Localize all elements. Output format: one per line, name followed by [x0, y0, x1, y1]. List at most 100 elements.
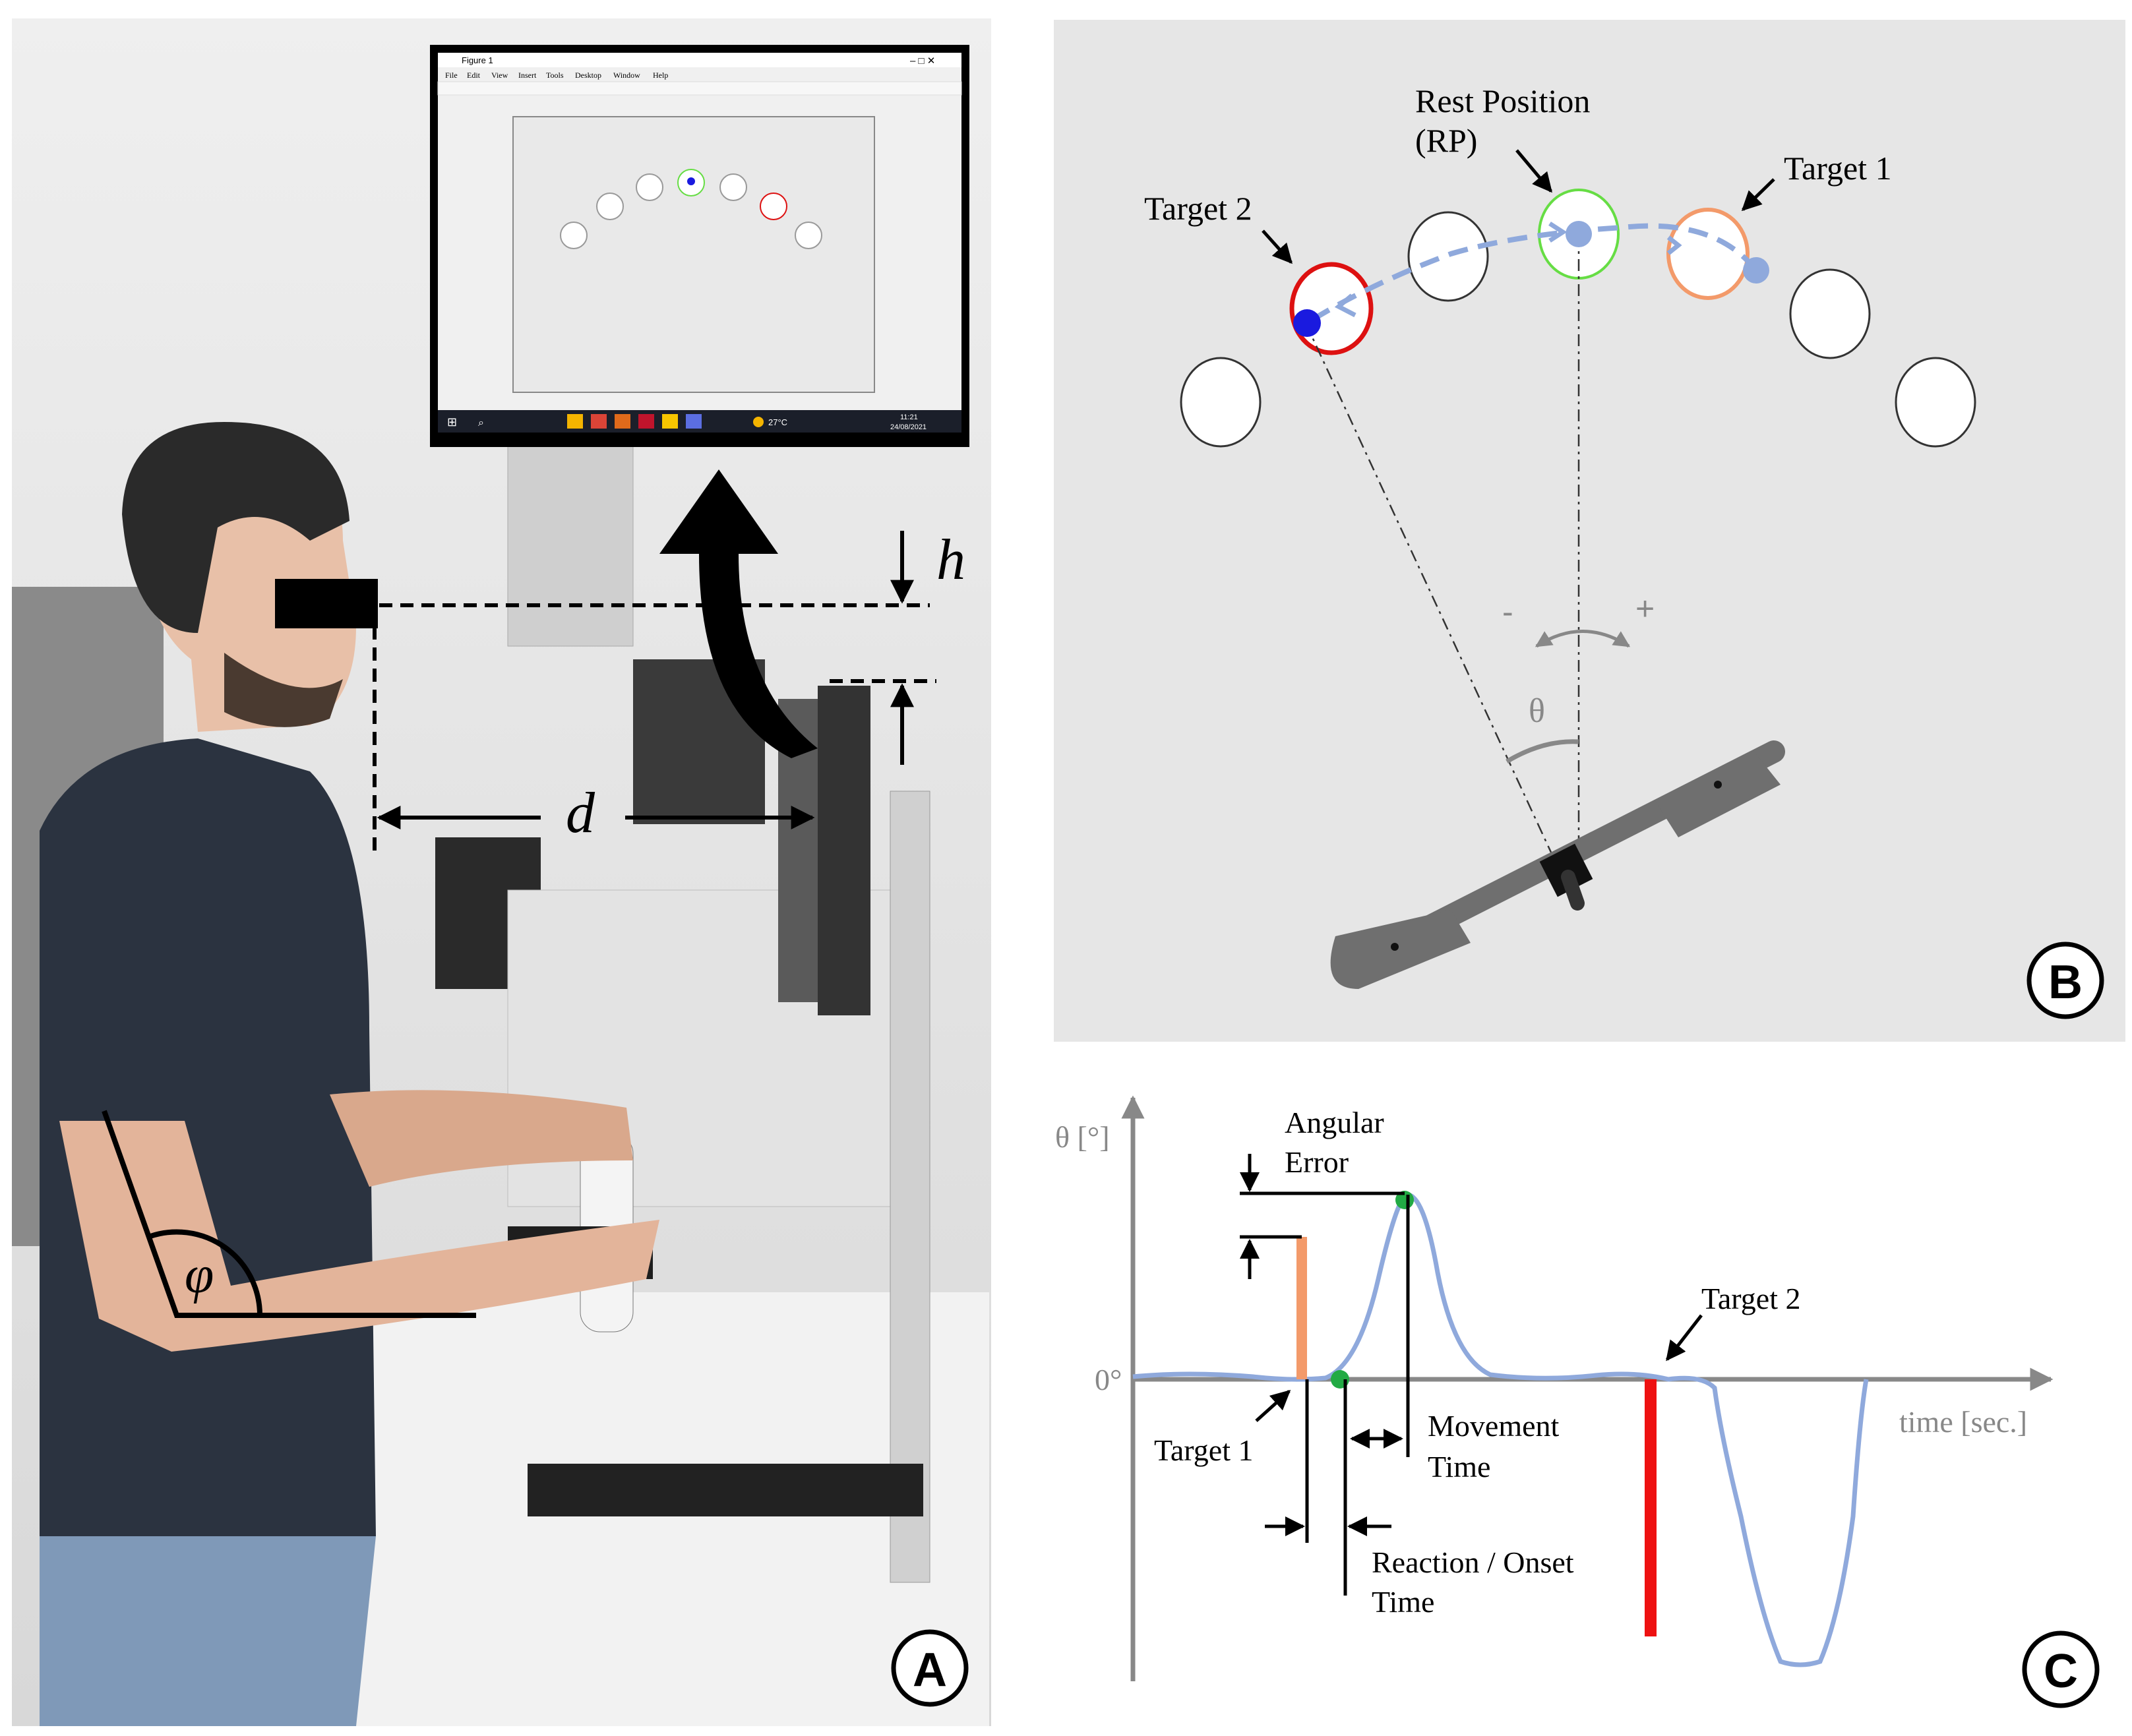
menu-tools[interactable]: Tools — [546, 71, 564, 80]
panel-b-background — [1054, 20, 2125, 1042]
rotation-minus-label: - — [1502, 593, 1513, 630]
taskbar-time: 11:21 — [900, 413, 918, 421]
menu-help[interactable]: Help — [653, 71, 668, 80]
h-label: h — [936, 528, 965, 592]
weather-icon — [753, 417, 764, 427]
target-1-label: Target 1 — [1154, 1433, 1254, 1467]
window-menu-bar: File Edit View Insert Tools Desktop Wind… — [445, 71, 668, 80]
angular-error-label-2: Error — [1285, 1145, 1349, 1179]
menu-insert[interactable]: Insert — [518, 71, 537, 80]
target-circle — [1789, 268, 1871, 359]
phi-label: φ — [185, 1246, 214, 1304]
device-frame-post — [890, 791, 930, 1583]
eye-redaction-bar — [275, 579, 378, 628]
person-shirt — [40, 738, 376, 1546]
panel-b-badge-label: B — [2048, 956, 2083, 1009]
target-2-label: Target 2 — [1144, 190, 1252, 227]
target-2-onset-bar — [1645, 1379, 1657, 1636]
target-2-label: Target 2 — [1701, 1282, 1801, 1315]
rest-position-abbrev: (RP) — [1415, 122, 1477, 159]
window-titlebar — [438, 53, 961, 67]
person-forearm — [59, 1121, 659, 1352]
cursor-dot — [1293, 309, 1321, 337]
menu-edit[interactable]: Edit — [467, 71, 481, 80]
monitor-inset: Figure 1 – □ ✕ File Edit View Insert Too… — [430, 45, 969, 447]
zero-label: 0° — [1095, 1363, 1122, 1396]
menu-window[interactable]: Window — [613, 71, 640, 80]
theta-arc — [1506, 739, 1579, 764]
handle-left-grip — [1330, 910, 1471, 989]
person-hair — [122, 422, 350, 633]
handle-left-dot — [1391, 943, 1399, 951]
device-base-plate — [528, 1464, 923, 1516]
taskbar-date: 24/08/2021 — [890, 423, 927, 431]
trajectory-start-point — [1743, 257, 1769, 284]
rotation-plus-label: + — [1635, 590, 1655, 627]
angular-error-label: Angular — [1285, 1106, 1384, 1139]
target-1-circle — [1666, 208, 1750, 300]
windows-start-icon[interactable]: ⊞ — [447, 415, 457, 429]
target-1-label: Target 1 — [1784, 150, 1892, 187]
menu-file[interactable]: File — [445, 71, 458, 80]
rotation-direction-arrow — [1535, 630, 1631, 648]
monitor-target — [636, 173, 663, 201]
person-beard — [224, 653, 343, 727]
rest-position-label: Rest Position — [1415, 82, 1590, 119]
window-controls[interactable]: – □ ✕ — [910, 55, 935, 67]
search-icon[interactable]: ⌕ — [478, 417, 484, 429]
window-toolbar — [437, 81, 962, 96]
handle-axis — [1561, 870, 1585, 911]
monitor-target — [560, 222, 588, 249]
monitor-target — [795, 222, 822, 249]
trajectory-chevron — [1548, 222, 1568, 243]
target-1-pointer-arrow — [1741, 178, 1775, 212]
taskbar-app-icon[interactable] — [662, 414, 678, 429]
taskbar-app-icon[interactable] — [638, 414, 654, 429]
rig-monitor — [818, 686, 870, 1015]
elbow-angle-arc — [149, 1229, 263, 1316]
taskbar-app-icon[interactable] — [686, 414, 702, 429]
handle-bar — [1330, 740, 1785, 989]
taskbar-apps — [567, 414, 702, 429]
panel-c-badge — [2022, 1631, 2100, 1708]
taskbar-app-icon[interactable] — [591, 414, 607, 429]
response-trace — [1132, 1192, 1869, 1667]
menu-view[interactable]: View — [491, 71, 508, 80]
panel-b-schematic: Rest Position (RP) Target 1 Target 2 - +… — [1054, 20, 2125, 1042]
rest-pointer-arrow — [1515, 149, 1552, 193]
panel-c-timeline: θ [°] 0° time [sec.] Angular Error Movem… — [1055, 1095, 2100, 1708]
trajectory-chevron — [1666, 235, 1682, 255]
panel-a-annotations: h d φ A — [102, 469, 969, 1707]
rest-cursor-point — [1566, 221, 1592, 247]
target-1-pointer — [1255, 1389, 1291, 1422]
target-2-pointer — [1666, 1314, 1703, 1362]
target-2-pointer-arrow — [1262, 229, 1293, 264]
taskbar-weather: 27°C — [768, 417, 787, 427]
menu-desktop[interactable]: Desktop — [575, 71, 601, 80]
monitor-target-circles — [560, 169, 822, 249]
theta-label: θ — [1529, 692, 1545, 730]
window-title: Figure 1 — [462, 55, 493, 65]
panel-a-badge-label: A — [913, 1644, 947, 1696]
cursor-trajectory — [1310, 223, 1759, 322]
handle-right-grip — [1655, 752, 1781, 837]
movement-time-label: Movement — [1428, 1409, 1560, 1443]
movement-time-label-2: Time — [1428, 1450, 1490, 1483]
handle-right-dot — [1714, 781, 1722, 789]
elbow-angle-lines — [102, 1110, 476, 1318]
figure-axes-area — [512, 116, 875, 393]
monitor-target — [719, 173, 747, 201]
taskbar-app-icon[interactable] — [567, 414, 583, 429]
target-circle — [1407, 211, 1489, 302]
taskbar-app-icon[interactable] — [615, 414, 630, 429]
person-other-arm — [330, 1090, 633, 1187]
target-circle — [1895, 357, 1976, 448]
panel-b-badge — [2026, 942, 2104, 1019]
x-axis-label: time [sec.] — [1899, 1405, 2027, 1439]
target-circle — [1180, 357, 1262, 448]
d-label: d — [566, 781, 595, 845]
reaction-time-label-2: Time — [1372, 1585, 1434, 1619]
trajectory-chevron — [1334, 293, 1356, 318]
reaction-time-label: Reaction / Onset — [1372, 1545, 1574, 1579]
